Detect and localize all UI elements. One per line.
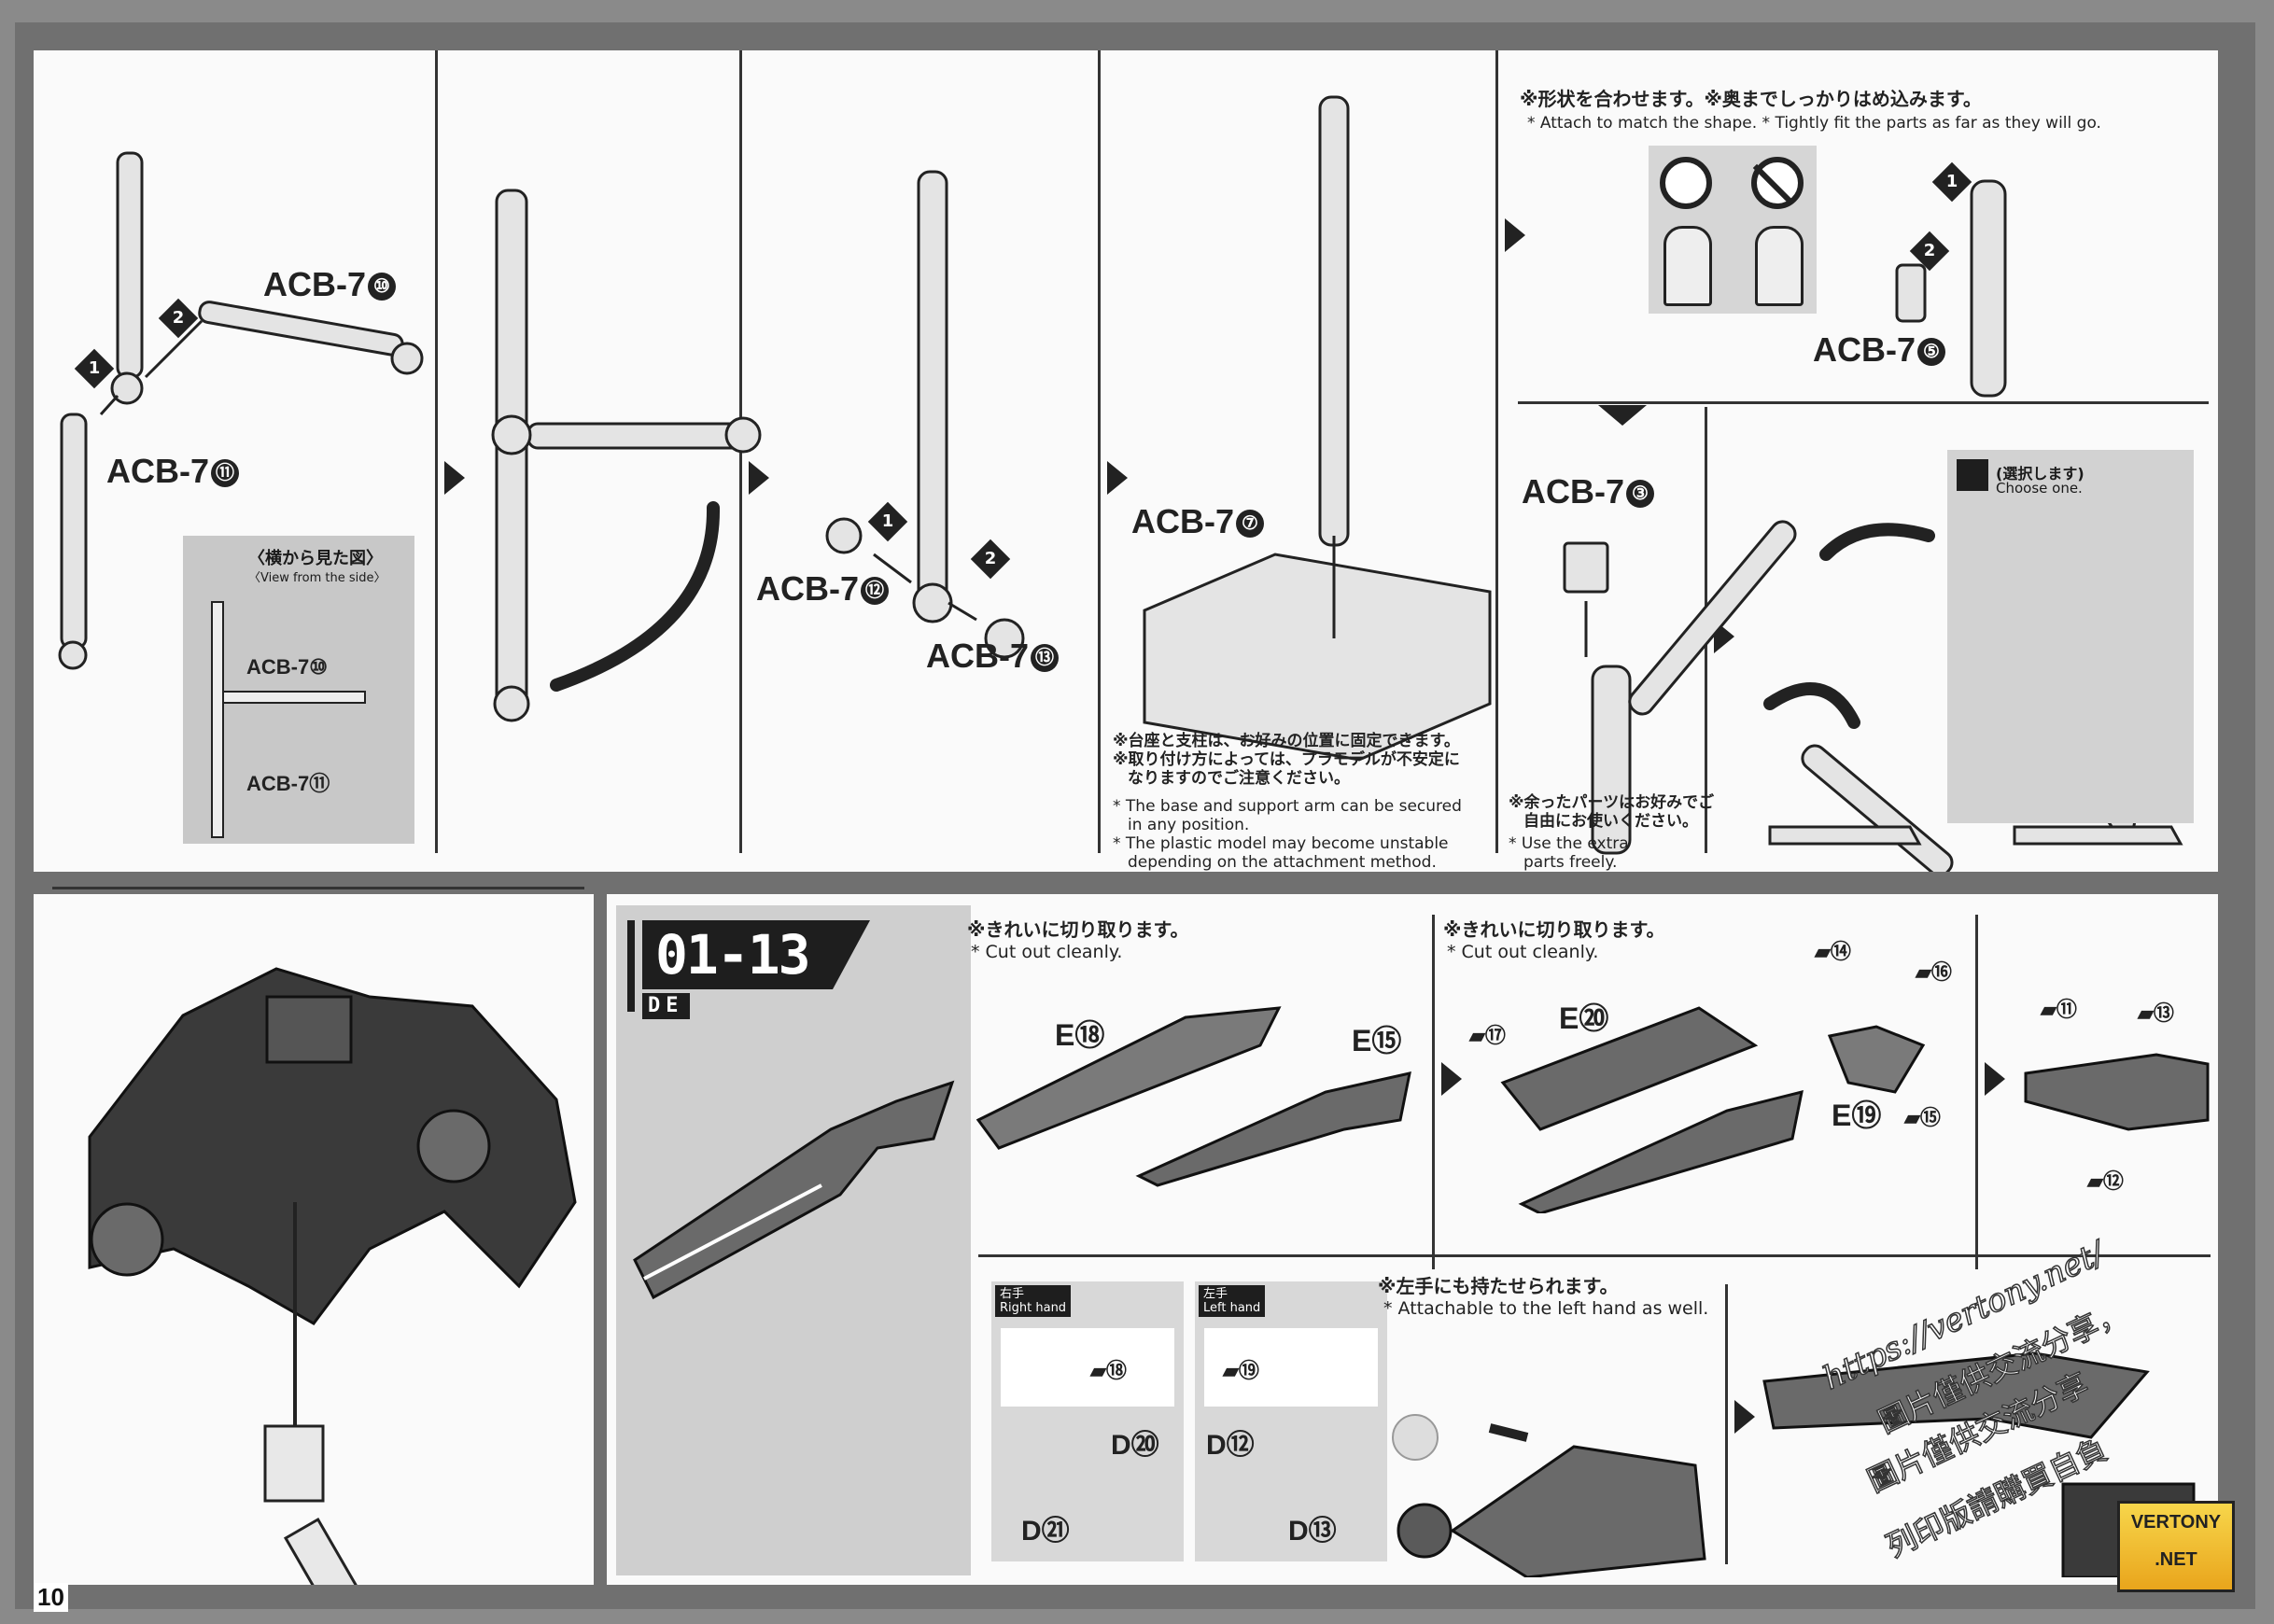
right-hand-part: ▰⑱ bbox=[1001, 1328, 1174, 1407]
ng-icon bbox=[1751, 157, 1804, 209]
step-number: 2 bbox=[158, 298, 199, 339]
divider bbox=[1098, 50, 1101, 853]
right-hand-box: 右手 Right hand ▰⑱ D⑳ D㉑ bbox=[991, 1281, 1184, 1561]
hand-attach-illustration bbox=[1392, 1414, 1706, 1577]
extra-parts-note-en: * Use the extra parts freely. bbox=[1509, 834, 1629, 872]
step-code-bar bbox=[627, 920, 635, 1012]
side-view-box: 〈横から見た図〉 〈View from the side〉 ACB-7⑩ ACB… bbox=[183, 536, 414, 844]
divider bbox=[1725, 1284, 1728, 1564]
part-tag: ▰⑱ bbox=[1090, 1359, 1127, 1382]
step-arrow bbox=[444, 461, 465, 495]
notes-en: * The base and support arm can be secure… bbox=[1113, 797, 1462, 872]
choose-icon bbox=[1957, 459, 1988, 491]
step-number: 1 bbox=[867, 501, 908, 542]
extra-parts-note-jp: ※余ったパーツはお好みでご 自由にお使いください。 bbox=[1509, 793, 1715, 831]
robot-arm-illustration bbox=[88, 967, 577, 1624]
notes-jp: ※台座と支柱は、お好みの位置に固定できます。 ※取り付け方によっては、プラモデル… bbox=[1113, 732, 1460, 788]
rifle-illustration bbox=[633, 1080, 955, 1300]
part-label-e20: E⑳ bbox=[1559, 1001, 1609, 1035]
divider bbox=[1432, 915, 1435, 1269]
part-label-d21: D㉑ bbox=[1021, 1516, 1070, 1547]
left-hand-box: 左手 Left hand ▰⑲ D⑫ D⑬ bbox=[1195, 1281, 1387, 1561]
step-number: 1 bbox=[74, 348, 115, 389]
part-tag: ▰⑰ bbox=[1469, 1024, 1506, 1047]
cut-parts-illustration bbox=[976, 1006, 1411, 1187]
part-tag: ▰⑮ bbox=[1904, 1106, 1941, 1129]
fit-note-en: * Attach to match the shape. * Tightly f… bbox=[1527, 114, 2101, 133]
part-tag: ▰⑪ bbox=[2041, 998, 2077, 1021]
side-view-arm bbox=[211, 601, 224, 838]
part-shape bbox=[1755, 226, 1804, 306]
ok-ng-panel bbox=[1649, 146, 1817, 314]
part-tag: ▰⑲ bbox=[1223, 1359, 1259, 1382]
part-tag: ▰⑯ bbox=[1916, 960, 1952, 984]
step-arrow bbox=[1734, 1400, 1755, 1434]
rifle-detail bbox=[2024, 1053, 2210, 1131]
divider bbox=[435, 50, 438, 853]
step-arrow bbox=[1441, 1062, 1462, 1096]
part-label-d13: D⑬ bbox=[1288, 1516, 1337, 1547]
part-label-e15: E⑮ bbox=[1352, 1024, 1402, 1057]
divider bbox=[1518, 401, 2209, 404]
side-view-subtitle: 〈View from the side〉 bbox=[248, 571, 386, 585]
part-label-e18: E⑱ bbox=[1055, 1018, 1105, 1052]
step-arrow bbox=[1107, 461, 1128, 495]
part-label-d12: D⑫ bbox=[1206, 1430, 1255, 1461]
choose-en: Choose one. bbox=[1996, 480, 2083, 497]
part-label-e19: E⑲ bbox=[1832, 1099, 1882, 1132]
step-arrow bbox=[1985, 1062, 2005, 1096]
fit-note-jp: ※形状を合わせます。※奥までしっかりはめ込みます。 bbox=[1520, 88, 1982, 110]
divider bbox=[978, 1254, 2211, 1257]
divider bbox=[1975, 915, 1978, 1269]
cut-parts-illustration bbox=[1500, 1006, 1926, 1213]
arm-part bbox=[60, 413, 88, 650]
vertony-logo: VERTONY .NET bbox=[2117, 1501, 2235, 1592]
part-label-d20: D⑳ bbox=[1111, 1430, 1159, 1461]
left-hand-tag: 左手 Left hand bbox=[1199, 1285, 1266, 1317]
part-tag: ▰⑫ bbox=[2087, 1169, 2124, 1193]
choose-one-panel: (選択します) Choose one. bbox=[1947, 450, 2194, 823]
cut-note-jp: ※きれいに切り取ります。 bbox=[1443, 918, 1665, 941]
hand-note-en: * Attachable to the left hand as well. bbox=[1383, 1298, 1709, 1319]
step-number: 1 bbox=[1931, 161, 1972, 203]
ok-icon bbox=[1660, 157, 1712, 209]
part-tag: ▰⑭ bbox=[1815, 940, 1851, 963]
cut-note-en: * Cut out cleanly. bbox=[1447, 942, 1599, 962]
cut-note-jp: ※きれいに切り取ります。 bbox=[967, 918, 1189, 941]
step-number: 2 bbox=[970, 539, 1011, 580]
step-arrow-down bbox=[1598, 405, 1647, 426]
left-hand-part: ▰⑲ bbox=[1204, 1328, 1378, 1407]
side-view-title: 〈横から見た図〉 bbox=[248, 549, 383, 568]
cut-note-en: * Cut out cleanly. bbox=[971, 942, 1123, 962]
choose-jp: (選択します) bbox=[1996, 465, 2084, 483]
step-arrow bbox=[1505, 218, 1525, 252]
model-illustration bbox=[34, 894, 594, 1624]
arm-part bbox=[116, 151, 144, 379]
page-number: 10 bbox=[34, 1583, 68, 1612]
hand-note-jp: ※左手にも持たせられます。 bbox=[1378, 1275, 1619, 1297]
right-hand-tag: 右手 Right hand bbox=[995, 1285, 1072, 1317]
divider bbox=[52, 887, 584, 889]
step-parts-runner: DE bbox=[642, 993, 690, 1019]
side-view-label: ACB-7⑪ bbox=[246, 772, 330, 795]
step-arrow bbox=[749, 461, 769, 495]
divider bbox=[1495, 50, 1498, 853]
step-code: 01-13 bbox=[642, 920, 870, 989]
arm-part bbox=[198, 301, 404, 357]
part-tag: ▰⑬ bbox=[2138, 1001, 2174, 1025]
part-shape bbox=[1663, 226, 1712, 306]
step-number: 2 bbox=[1909, 231, 1950, 272]
side-view-arm bbox=[222, 691, 366, 704]
side-view-label: ACB-7⑩ bbox=[246, 655, 328, 679]
